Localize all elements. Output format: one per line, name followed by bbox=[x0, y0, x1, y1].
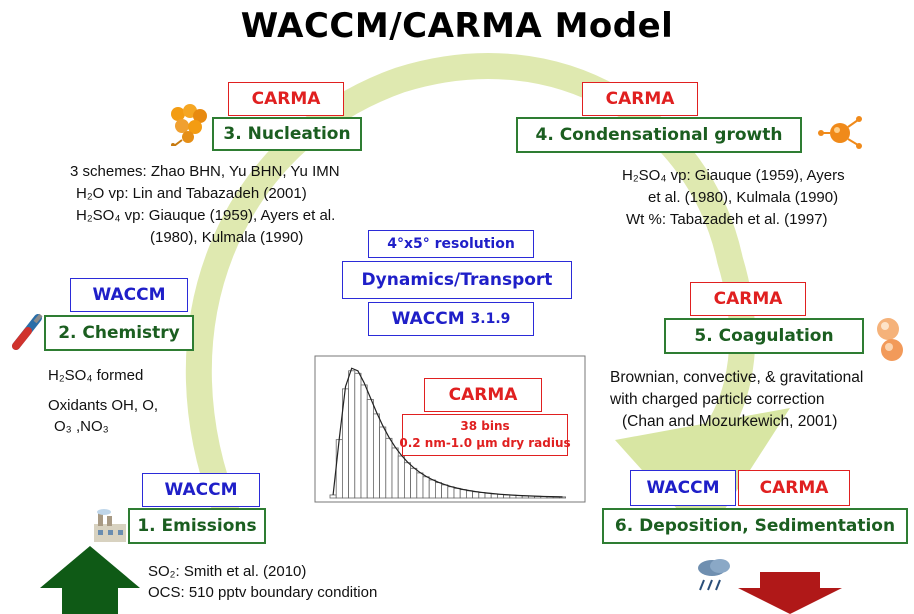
histogram-bar bbox=[397, 455, 405, 499]
histogram-bar bbox=[360, 384, 368, 499]
histogram-bar bbox=[372, 413, 380, 499]
deposition-waccm-tag: WACCM bbox=[630, 470, 736, 506]
chemistry-box: 2. Chemistry bbox=[44, 315, 194, 351]
downward-arrow bbox=[738, 572, 842, 614]
histogram-carma-tag: CARMA bbox=[424, 378, 542, 412]
rain-cloud-icon bbox=[694, 556, 734, 601]
histogram-bar bbox=[428, 479, 436, 499]
histogram-bar bbox=[422, 476, 430, 499]
chemistry-line-1: H₂SO₄ formed bbox=[48, 367, 144, 384]
nucleation-box: 3. Nucleation bbox=[212, 117, 362, 151]
particle-molecule-icon bbox=[818, 112, 864, 157]
histogram-bar bbox=[335, 439, 343, 499]
histogram-bar bbox=[459, 489, 467, 499]
histogram-bar bbox=[447, 486, 455, 499]
histogram-bar bbox=[441, 484, 449, 499]
emissions-waccm-tag: WACCM bbox=[142, 473, 260, 507]
waccm-version-name: WACCM bbox=[391, 309, 465, 329]
waccm-version-number: 3.1.9 bbox=[470, 311, 511, 327]
histogram-bar bbox=[366, 399, 374, 499]
coagulation-carma-tag: CARMA bbox=[690, 282, 806, 316]
histogram-curve bbox=[332, 367, 563, 498]
histogram-bar bbox=[478, 492, 486, 499]
condensation-carma-tag: CARMA bbox=[582, 82, 698, 116]
histogram-bars bbox=[329, 370, 567, 499]
histogram-bins: 38 bins bbox=[460, 419, 510, 433]
factory-icon bbox=[92, 508, 128, 549]
coagulation-line-1: Brownian, convective, & gravitational bbox=[610, 369, 864, 386]
chemistry-line-3: O₃ ,NO₃ bbox=[54, 418, 109, 435]
nucleation-line-4: (1980), Kulmala (1990) bbox=[150, 229, 304, 246]
dynamics-transport-box: Dynamics/Transport bbox=[342, 261, 572, 299]
histogram-bar bbox=[348, 370, 356, 499]
resolution-tag: 4°x5° resolution bbox=[368, 230, 534, 258]
page-title: WACCM/CARMA Model bbox=[240, 6, 674, 46]
histogram-bar bbox=[434, 482, 442, 499]
histogram-bar bbox=[329, 494, 337, 499]
deposition-box: 6. Deposition, Sedimentation bbox=[602, 508, 908, 544]
histogram-bar bbox=[354, 372, 362, 499]
nucleation-carma-tag: CARMA bbox=[228, 82, 344, 116]
condensation-line-2: et al. (1980), Kulmala (1990) bbox=[648, 189, 839, 206]
emissions-line-1: SO₂: Smith et al. (2010) bbox=[148, 563, 307, 580]
histogram-bar bbox=[379, 426, 387, 499]
histogram-bins-box: 38 bins 0.2 nm-1.0 µm dry radius bbox=[399, 414, 571, 456]
emissions-line-2: OCS: 510 pptv boundary condition bbox=[148, 584, 378, 601]
histogram-bar bbox=[465, 490, 473, 499]
condensation-line-1: H₂SO₄ vp: Giauque (1959), Ayers bbox=[622, 167, 845, 184]
coagulating-spheres-icon bbox=[870, 314, 910, 369]
upward-arrow bbox=[40, 546, 140, 614]
nucleation-line-3: H₂SO₄ vp: Giauque (1959), Ayers et al. bbox=[76, 207, 336, 224]
test-tube-icon bbox=[8, 312, 44, 359]
coagulation-line-3: (Chan and Mozurkewich, 2001) bbox=[622, 413, 838, 430]
aerosol-cluster-icon bbox=[168, 102, 210, 151]
histogram-bar bbox=[416, 472, 424, 499]
histogram-bar bbox=[391, 447, 399, 499]
histogram-range: 0.2 nm-1.0 µm dry radius bbox=[399, 436, 571, 450]
coagulation-box: 5. Coagulation bbox=[664, 318, 864, 354]
emissions-box: 1. Emissions bbox=[128, 508, 266, 544]
coagulation-line-2: with charged particle correction bbox=[610, 391, 825, 408]
histogram-bar bbox=[403, 462, 411, 499]
nucleation-line-1: 3 schemes: Zhao BHN, Yu BHN, Yu IMN bbox=[70, 163, 340, 180]
waccm-version-box: WACCM 3.1.9 bbox=[368, 302, 534, 336]
histogram-bar bbox=[385, 437, 393, 499]
chemistry-waccm-tag: WACCM bbox=[70, 278, 188, 312]
nucleation-line-2: H₂O vp: Lin and Tabazadeh (2001) bbox=[76, 185, 307, 202]
deposition-carma-tag: CARMA bbox=[738, 470, 850, 506]
condensation-line-3: Wt %: Tabazadeh et al. (1997) bbox=[626, 211, 828, 228]
histogram-bar bbox=[453, 487, 461, 499]
condensation-box: 4. Condensational growth bbox=[516, 117, 802, 153]
histogram-bar bbox=[410, 467, 418, 499]
histogram-bar bbox=[472, 491, 480, 499]
histogram-bar bbox=[559, 496, 567, 499]
chemistry-line-2: Oxidants OH, O, bbox=[48, 397, 159, 414]
